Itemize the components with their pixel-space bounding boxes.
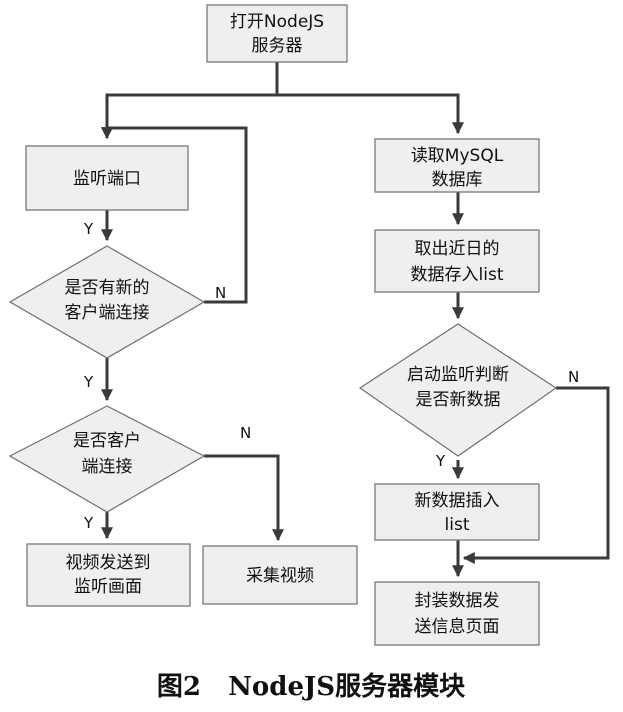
node-judge-new-line2: 是否新数据 — [416, 390, 501, 410]
node-client-connected-decision: 是否客户 端连接 — [8, 405, 206, 513]
edge-label-y2: Y — [83, 373, 94, 391]
node-package-send-line2: 送信息页面 — [415, 617, 500, 637]
node-new-client-decision: 是否有新的 客户端连接 — [8, 245, 206, 359]
edge-label-y4: Y — [435, 452, 446, 470]
node-read-mysql-line1: 读取MySQL — [411, 146, 504, 166]
node-client-connected-line1: 是否客户 — [73, 431, 141, 451]
node-insert-new-line2: list — [445, 515, 470, 535]
node-fetch-recent-line1: 取出近日的 — [415, 239, 500, 259]
node-new-client-line2: 客户端连接 — [65, 303, 150, 323]
node-listen-port-line1: 监听端口 — [73, 169, 141, 189]
edge-label-y3: Y — [83, 514, 94, 532]
node-capture-video: 采集视频 — [202, 545, 358, 605]
node-insert-new-line1: 新数据插入 — [415, 491, 500, 511]
node-new-client-line1: 是否有新的 — [65, 278, 150, 298]
edge-newclient-no-loop — [101, 126, 248, 304]
figure-caption: 图2 NodeJS服务器模块 — [157, 672, 465, 702]
node-judge-new-line1: 启动监听判断 — [407, 365, 509, 385]
node-package-send-line1: 封装数据发 — [415, 591, 500, 611]
node-start-line2: 服务器 — [252, 36, 303, 56]
node-fetch-recent: 取出近日的 数据存入list — [374, 229, 540, 293]
node-read-mysql: 读取MySQL 数据库 — [374, 138, 540, 193]
edge-clientconn-no-capture — [204, 454, 284, 542]
node-start: 打开NodeJS 服务器 — [206, 4, 348, 63]
node-listen-port: 监听端口 — [25, 145, 189, 211]
node-fetch-recent-line2: 数据存入list — [411, 265, 504, 285]
node-insert-new: 新数据插入 list — [374, 483, 540, 541]
edge-start-to-mysql — [277, 93, 464, 135]
node-send-video: 视频发送到 监听画面 — [26, 543, 191, 607]
node-client-connected-line2: 端连接 — [82, 457, 133, 477]
node-read-mysql-line2: 数据库 — [432, 170, 483, 190]
node-send-video-line1: 视频发送到 — [66, 553, 151, 573]
node-start-line1: 打开NodeJS — [230, 12, 324, 32]
connectors — [101, 62, 610, 578]
edge-label-y1: Y — [83, 220, 94, 238]
edge-label-n2: N — [240, 424, 251, 442]
edge-judge-no — [462, 386, 610, 564]
edge-label-n4: N — [568, 368, 579, 386]
edge-start-split — [101, 62, 279, 140]
edge-label-n1: N — [215, 284, 226, 302]
node-send-video-line2: 监听画面 — [74, 577, 142, 597]
node-package-send: 封装数据发 送信息页面 — [374, 581, 540, 646]
node-judge-new-decision: 启动监听判断 是否新数据 — [358, 323, 558, 457]
node-capture-video-line1: 采集视频 — [246, 566, 314, 586]
